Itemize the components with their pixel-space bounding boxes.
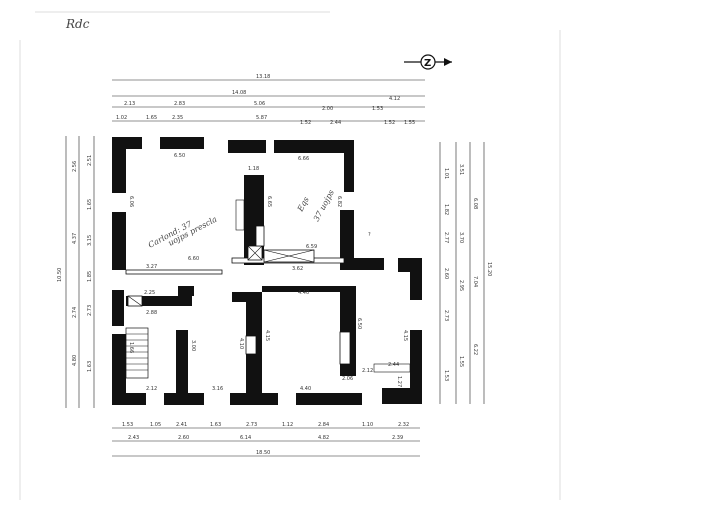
room3-bottom2: 3.16: [212, 386, 223, 392]
dim-bot-1-1: 1.05: [150, 422, 161, 428]
dim-top-1-0: 13.18: [256, 74, 270, 80]
dim-right-b-2: 2.95: [458, 280, 464, 291]
dim-left-b-0: 2.51: [87, 155, 93, 166]
dim-bot-1-7: 1.10: [362, 422, 373, 428]
room4-depth: 4.15: [264, 330, 270, 341]
dim-left-outer: 10.50: [57, 268, 63, 282]
room4-depth2: 4.10: [238, 338, 244, 349]
dim-bot-3-0: 18.50: [256, 450, 270, 456]
room5-bottom: 2.44: [388, 362, 399, 368]
dim-right-b-0: 3.51: [458, 164, 464, 175]
dim-bot-2-0: 2.43: [128, 435, 139, 441]
dim-left-a-1: 4.37: [72, 233, 78, 244]
room1-width: 6.50: [174, 153, 185, 159]
dim-top-4-7: 1.55: [404, 120, 415, 126]
dim-top-4-3: 5.87: [256, 115, 267, 121]
dim-bot-1-0: 1.53: [122, 422, 133, 428]
dim-bot-1-8: 2.32: [398, 422, 409, 428]
dim-top-3-2: 5.06: [254, 101, 265, 107]
dim-right-c-2: 2.77: [443, 232, 449, 243]
room3-left-h: 1.66: [128, 342, 134, 353]
room-dimensions: 6.50 6.06 3.27 6.60 6.66 1.18 6.65 6.82 …: [128, 153, 408, 392]
interior-fixtures: [125, 199, 411, 379]
room3-stub: 2.25: [144, 290, 155, 296]
dim-top-2-1: 4.12: [389, 96, 400, 102]
room3-width: 2.88: [146, 310, 157, 316]
room3-bottom: 2.12: [146, 386, 157, 392]
room4-bottom: 4.40: [300, 386, 311, 392]
dim-top-4-2: 2.35: [172, 115, 183, 121]
dim-top-3-3: 2.00: [322, 106, 333, 112]
dim-bot-2-3: 4.82: [318, 435, 329, 441]
dim-top-3-0: 2.13: [124, 101, 135, 107]
dim-right-c-5: 1.53: [443, 370, 449, 381]
room2-note-line1: Eqs: [295, 195, 310, 213]
room2-bottom2: 3.62: [292, 266, 303, 272]
bay-mark: ?: [368, 232, 371, 238]
scan-border-lines: [19, 11, 561, 500]
dim-bot-2-1: 2.60: [178, 435, 189, 441]
room1-depth: 6.06: [128, 196, 134, 207]
dimension-chains-bottom: 1.53 1.05 2.41 1.63 2.73 1.12 2.84 1.10 …: [112, 422, 420, 457]
dim-bot-1-3: 1.63: [210, 422, 221, 428]
dim-top-4-4: 1.52: [300, 120, 311, 126]
room5-right: 1.27: [396, 376, 402, 387]
dim-bot-1-5: 1.12: [282, 422, 293, 428]
dim-top-3-4: 1.53: [372, 106, 383, 112]
dimension-chains-left: 10.50 2.56 4.37 2.74 4.80 2.51 1.65 3.15…: [57, 136, 95, 408]
building-walls: [112, 137, 422, 405]
corner-label: Rdc: [65, 17, 90, 31]
dim-left-b-1: 1.65: [87, 199, 93, 210]
north-letter: Z: [424, 58, 431, 69]
dim-right-b-3: 1.55: [458, 356, 464, 367]
dim-right-c-1: 1.82: [443, 204, 449, 215]
dim-right-c-4: 2.73: [443, 310, 449, 321]
dim-right-c-3: 2.60: [443, 268, 449, 279]
room5-small2: 2.12: [362, 368, 373, 374]
room2-bottom: 6.59: [306, 244, 317, 250]
dim-left-b-3: 1.85: [87, 271, 93, 282]
dim-left-b-2: 3.15: [87, 235, 93, 246]
room2-stub: 1.18: [248, 166, 259, 172]
dim-top-4-0: 1.02: [116, 115, 127, 121]
dim-bot-1-6: 2.84: [318, 422, 329, 428]
room1-partition: 3.27: [146, 264, 157, 270]
dim-top-4-6: 1.52: [384, 120, 395, 126]
room2-depth: 6.65: [266, 196, 272, 207]
room2-note-line2: 37 uojps: [312, 188, 336, 223]
dim-top-3-1: 2.83: [174, 101, 185, 107]
room2-depth2: 6.82: [336, 196, 342, 207]
room3-right: 3.00: [190, 340, 196, 351]
dim-right-b-1: 3.70: [458, 232, 464, 243]
dim-left-a-2: 2.74: [72, 307, 78, 318]
room4-width: 4.40: [298, 290, 309, 296]
dim-left-b-5: 1.63: [87, 361, 93, 372]
room1-partition2: 6.60: [188, 256, 199, 262]
dimension-chains-top: 13.18 14.08 4.12 2.13 2.83 5.06 2.00 1.5…: [112, 74, 425, 126]
dim-top-2-0: 14.08: [232, 90, 246, 96]
room2-width: 6.66: [298, 156, 309, 162]
dim-right-outer: 15.20: [486, 262, 492, 276]
dim-top-4-5: 2.44: [330, 120, 341, 126]
dim-right-c-0: 1.01: [443, 168, 449, 179]
room5-small: 2.06: [342, 376, 353, 382]
dim-right-a-0: 6.08: [472, 198, 478, 209]
dim-bot-1-4: 2.73: [246, 422, 257, 428]
room5-depth: 6.50: [356, 318, 362, 329]
dim-top-4-1: 1.65: [146, 115, 157, 121]
dim-left-a-0: 2.56: [72, 161, 78, 172]
dim-right-a-2: 6.22: [472, 344, 478, 355]
dim-bot-1-2: 2.41: [176, 422, 187, 428]
dimension-chains-right: 1.01 1.82 2.77 2.60 2.73 1.53 3.51 3.70 …: [439, 142, 492, 404]
dim-right-a-1: 7.04: [472, 276, 478, 287]
dim-bot-2-2: 6.14: [240, 435, 251, 441]
room5-h: 4.15: [402, 330, 408, 341]
dim-left-b-4: 2.73: [87, 305, 93, 316]
north-arrow-icon: Z: [404, 54, 452, 70]
dim-left-a-3: 4.80: [72, 355, 78, 366]
dim-bot-2-4: 2.39: [392, 435, 403, 441]
staircase: [125, 327, 149, 379]
